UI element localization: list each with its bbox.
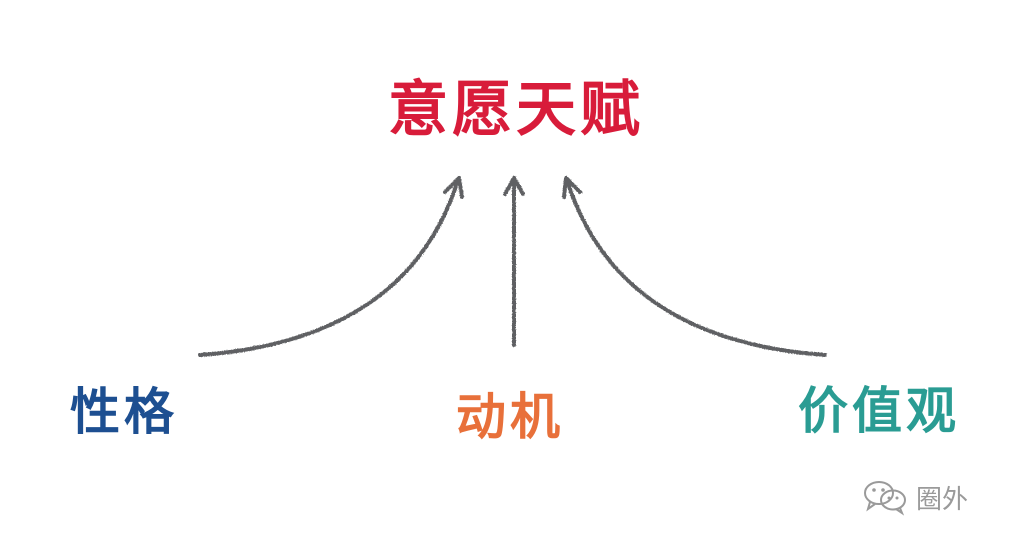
watermark-text: 圈外: [916, 484, 969, 515]
wechat-icon: [864, 481, 906, 516]
watermark: 圈外: [862, 478, 968, 516]
arrow-right: [562, 176, 827, 357]
input-motivation: 动机: [456, 388, 564, 446]
arrow-center: [503, 176, 525, 347]
input-values: 价值观: [798, 382, 960, 440]
diagram-title: 意愿天赋: [388, 75, 644, 145]
arrow-left: [198, 176, 464, 357]
input-personality: 性格: [70, 383, 178, 441]
